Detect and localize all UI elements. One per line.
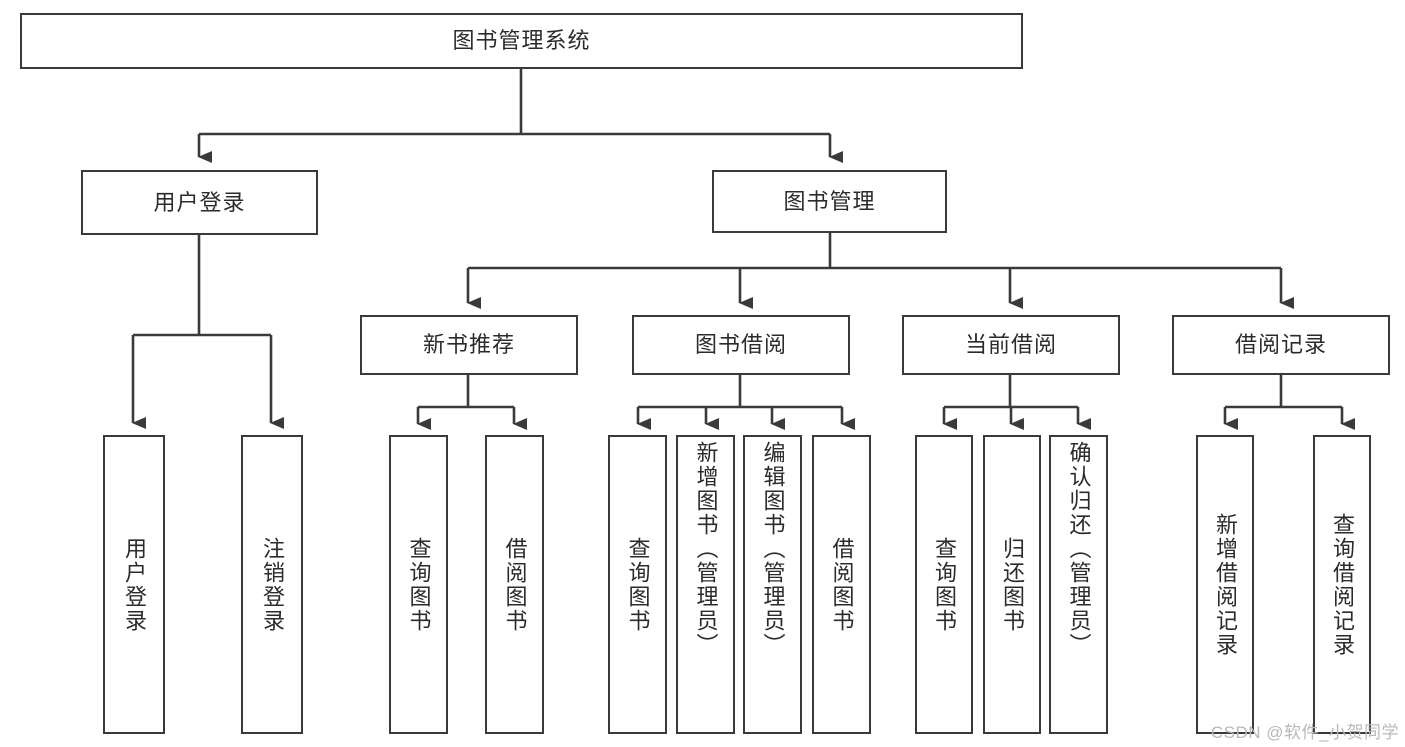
node-new-book-recommend[interactable]: 新书推荐: [360, 315, 578, 375]
node-book-management-system[interactable]: 图书管理系统: [20, 13, 1023, 69]
node-label: 当前借阅: [964, 332, 1057, 358]
csdn-watermark: CSDN @软件_小贺同学: [1210, 723, 1399, 742]
node-user-login[interactable]: 用户登录: [81, 170, 318, 235]
node-label: 编辑图书（管理员）: [760, 441, 786, 657]
node-label: 新书推荐: [422, 332, 515, 358]
node-label: 注销登录: [259, 536, 285, 633]
node-leaf-add-borrow-record[interactable]: 新增借阅记录: [1196, 435, 1254, 734]
node-borrow-record[interactable]: 借阅记录: [1172, 315, 1390, 375]
node-label: 查询图书: [625, 536, 651, 633]
node-leaf-query-book-1[interactable]: 查询图书: [389, 435, 448, 734]
node-label: 查询借阅记录: [1329, 512, 1355, 657]
node-leaf-query-book-2[interactable]: 查询图书: [608, 435, 667, 734]
node-label: 借阅图书: [829, 536, 855, 633]
node-leaf-query-borrow-record[interactable]: 查询借阅记录: [1313, 435, 1371, 734]
node-leaf-logout-login[interactable]: 注销登录: [241, 435, 303, 734]
node-label: 查询图书: [406, 536, 432, 633]
node-label: 确认归还（管理员）: [1066, 441, 1092, 657]
node-label: 用户登录: [121, 536, 147, 633]
node-leaf-borrow-book-1[interactable]: 借阅图书: [485, 435, 544, 734]
node-label: 借阅图书: [502, 536, 528, 633]
node-leaf-return-book[interactable]: 归还图书: [983, 435, 1041, 734]
node-label: 用户登录: [153, 189, 246, 215]
node-leaf-query-book-3[interactable]: 查询图书: [915, 435, 973, 734]
node-leaf-edit-book-admin[interactable]: 编辑图书（管理员）: [743, 435, 802, 734]
node-leaf-borrow-book-2[interactable]: 借阅图书: [812, 435, 871, 734]
node-book-management[interactable]: 图书管理: [712, 170, 947, 233]
node-leaf-confirm-return-admin[interactable]: 确认归还（管理员）: [1049, 435, 1108, 734]
node-label: 图书借阅: [694, 332, 787, 358]
node-current-borrow[interactable]: 当前借阅: [902, 315, 1120, 375]
node-leaf-add-book-admin[interactable]: 新增图书（管理员）: [676, 435, 735, 734]
node-label: 借阅记录: [1234, 332, 1327, 358]
node-label: 新增图书（管理员）: [693, 441, 719, 657]
node-leaf-user-login[interactable]: 用户登录: [103, 435, 165, 734]
node-label: 图书管理: [783, 188, 876, 214]
node-label: 归还图书: [999, 536, 1025, 633]
node-book-borrow[interactable]: 图书借阅: [632, 315, 850, 375]
node-label: 新增借阅记录: [1212, 512, 1238, 657]
node-label: 图书管理系统: [452, 28, 591, 54]
node-label: 查询图书: [931, 536, 957, 633]
